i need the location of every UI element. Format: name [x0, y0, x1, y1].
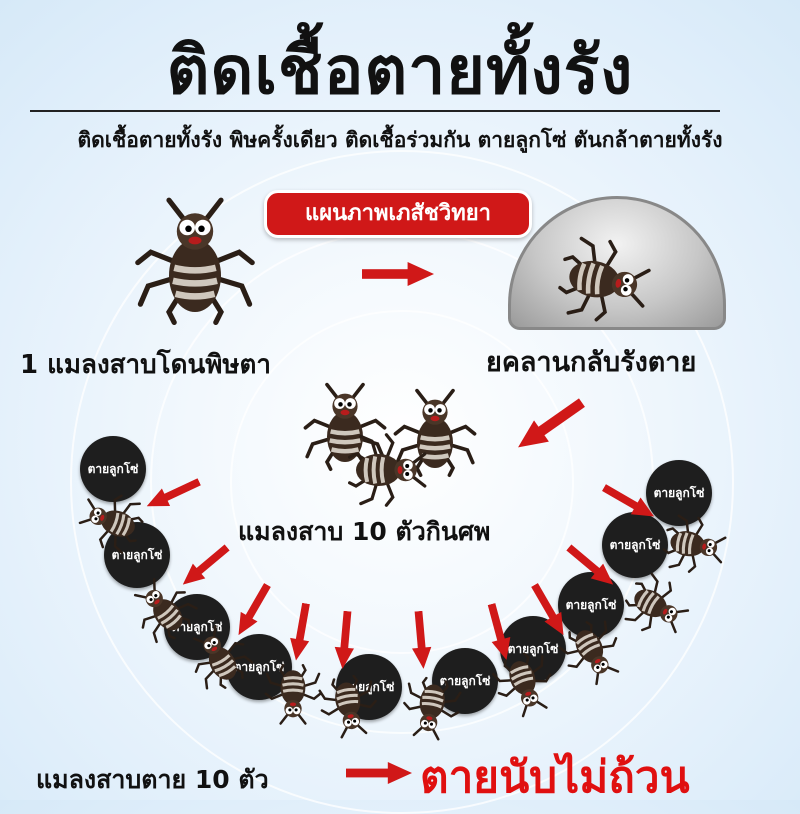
dead-cockroach-icon — [659, 509, 731, 581]
dead-cockroach-icon — [395, 673, 467, 745]
page-title: ติดเชื้อตายทั้งรัง — [166, 32, 634, 109]
poisoned-cockroach-icon — [130, 190, 260, 330]
red-arrow-icon — [346, 762, 412, 784]
subtitle: ติดเชื้อตายทั้งรัง พิษครั้งเดียว ติดเชื้… — [77, 128, 723, 152]
chain-badge: ตายลูกโซ่ — [80, 436, 146, 502]
step2-caption: ยคลานกลับรังตาย — [486, 347, 697, 378]
step4-caption: แมลงสาบตาย 10 ตัว — [36, 765, 269, 794]
diagram-label: แผนภาพเภสัชวิทยา — [264, 190, 532, 238]
step1-caption: 1 แมลงสาบโดนพิษตา — [20, 350, 272, 380]
result-text: ตายนับไม่ถ้วน — [420, 752, 690, 803]
title-divider — [30, 110, 720, 112]
dead-cockroach-icon — [553, 229, 657, 333]
step3-caption: แมลงสาบ 10 ตัวกินศพ — [238, 517, 491, 546]
chain-badge: ตายลูกโซ่ — [602, 512, 668, 578]
cockroach-group-icon — [348, 430, 428, 510]
red-arrow-icon — [356, 262, 440, 286]
dead-cockroach-icon — [313, 671, 385, 743]
bg-ring — [230, 310, 574, 654]
